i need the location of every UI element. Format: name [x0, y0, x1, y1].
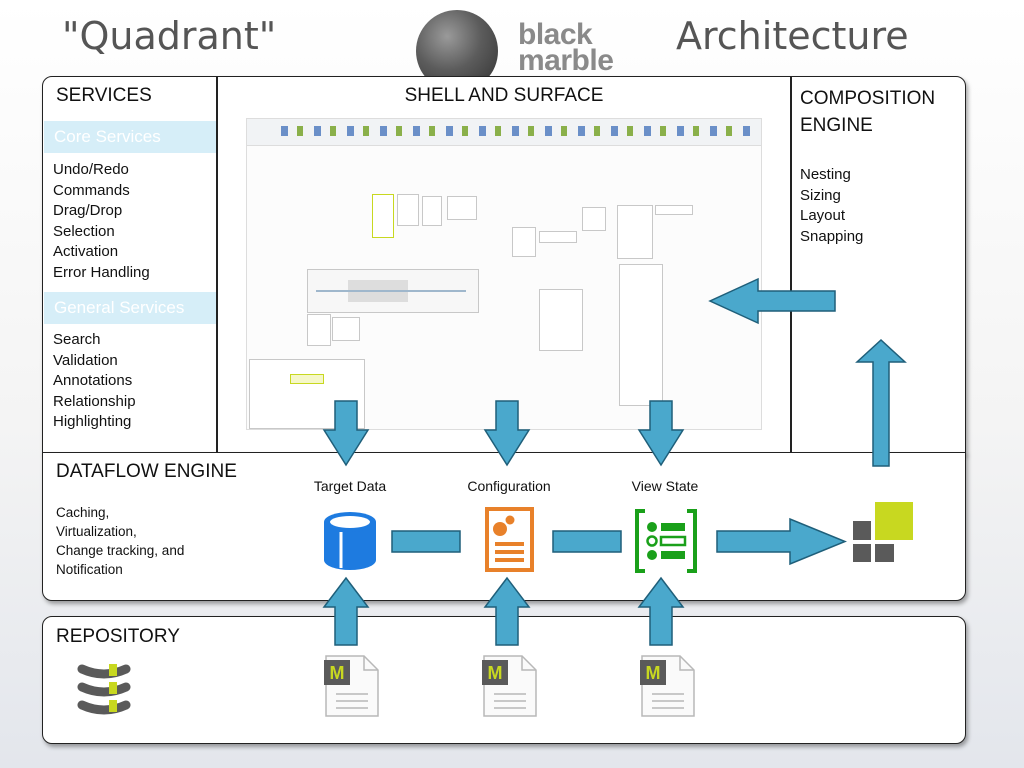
list-item: Commands [53, 181, 130, 199]
shell-heading: SHELL AND SURFACE [404, 85, 604, 106]
stage-label-view-state: View State [631, 478, 699, 494]
list-item: Notification [56, 562, 123, 577]
mini-card [422, 196, 442, 226]
list-item: Relationship [53, 392, 136, 410]
stage-label-target-data: Target Data [313, 478, 387, 494]
stage-label-configuration: Configuration [467, 478, 551, 494]
mini-card [447, 196, 477, 220]
core-services-list: Undo/Redo Commands Drag/Drop Selection A… [53, 160, 150, 283]
mini-card [617, 205, 653, 259]
list-item: Validation [53, 351, 118, 369]
model-file-icon [482, 655, 537, 717]
mini-card [655, 205, 693, 215]
arrow-up-to-composition [855, 338, 907, 467]
model-file-letter: M [330, 663, 345, 683]
view-state-form-icon [635, 509, 697, 573]
list-item: Highlighting [53, 413, 132, 430]
list-item: Virtualization, [56, 524, 137, 539]
list-item: Error Handling [53, 263, 150, 281]
arrow-down-view-state [637, 400, 685, 467]
arrow-up-repo-3 [637, 576, 685, 646]
database-icon [324, 512, 376, 570]
divider-left [216, 77, 218, 452]
mini-properties-panel [619, 264, 663, 406]
arrow-up-repo-2 [483, 576, 531, 646]
composition-list: Nesting Sizing Layout Snapping [800, 165, 863, 247]
model-file-icon [640, 655, 695, 717]
flow-line [316, 290, 466, 292]
list-item: Drag/Drop [53, 202, 123, 219]
composition-heading: COMPOSITION ENGINE [800, 85, 935, 139]
arrow-down-configuration [483, 400, 531, 467]
ribbon-icons [281, 126, 751, 136]
core-services-band: Core Services [44, 121, 216, 153]
model-file-letter: M [646, 663, 661, 683]
list-item: Snapping [800, 227, 864, 245]
arrow-right-to-composition [716, 517, 847, 566]
mini-card [582, 207, 606, 231]
services-heading: SERVICES [56, 85, 152, 106]
composition-blocks-icon [853, 502, 913, 562]
mini-card [512, 227, 536, 257]
mini-tree-panel [539, 289, 583, 351]
model-file-icon [324, 655, 379, 717]
list-item: Activation [53, 243, 119, 260]
mini-card [539, 231, 577, 243]
list-item: Sizing [800, 186, 841, 204]
logo-wordmark: black marble [518, 18, 614, 77]
list-item: Caching, [56, 505, 110, 520]
mini-explorer-panel [249, 359, 365, 429]
title-quadrant: "Quadrant" [62, 14, 277, 58]
mini-card [307, 314, 331, 346]
list-item: Selection [53, 222, 115, 240]
repository-heading: REPOSITORY [56, 626, 180, 647]
configuration-document-icon [485, 507, 534, 572]
explorer-selection [290, 374, 324, 384]
composition-heading-line1: COMPOSITION [800, 88, 936, 109]
arrow-down-target-data [322, 400, 370, 467]
general-services-band: General Services [44, 292, 216, 324]
mini-card [372, 194, 394, 238]
arrow-left-to-shell [708, 277, 836, 325]
logo-word-marble: marble [518, 44, 614, 77]
connector-config-to-view [552, 530, 622, 553]
repository-stack-icon [77, 664, 131, 715]
list-item: Layout [800, 207, 846, 224]
divider-right [790, 77, 792, 452]
dataflow-heading: DATAFLOW ENGINE [56, 461, 237, 482]
mini-card [397, 194, 419, 226]
general-services-list: Search Validation Annotations Relationsh… [53, 330, 136, 433]
mini-card [332, 317, 360, 341]
list-item: Annotations [53, 372, 133, 389]
arrow-up-repo-1 [322, 576, 370, 646]
composition-heading-line2: ENGINE [800, 115, 873, 136]
list-item: Undo/Redo [53, 161, 129, 178]
list-item: Search [53, 331, 101, 348]
model-file-letter: M [488, 663, 503, 683]
application-screenshot [246, 118, 762, 430]
logo-word-black: black [518, 18, 593, 51]
list-item: Change tracking, and [56, 543, 185, 558]
list-item: Nesting [800, 166, 851, 183]
mini-flow-diagram [307, 269, 479, 313]
screenshot-ribbon [247, 119, 761, 146]
title-architecture: Architecture [676, 14, 909, 58]
connector-target-to-config [391, 530, 461, 553]
dataflow-list: Caching, Virtualization, Change tracking… [56, 503, 184, 579]
